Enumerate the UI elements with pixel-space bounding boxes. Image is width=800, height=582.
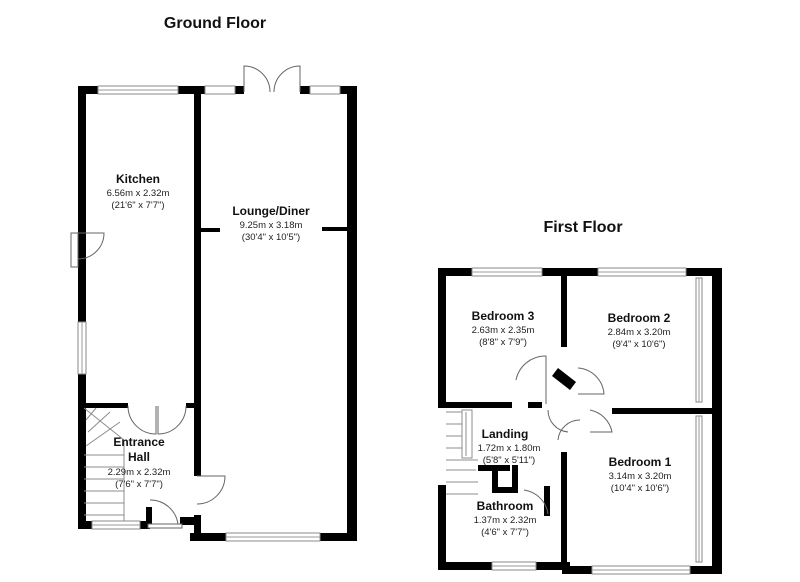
room-imperial: (9'4" x 10'6"): [612, 339, 665, 350]
room-metric: 1.37m x 2.32m: [474, 515, 537, 526]
room-name-line1: Entrance: [113, 435, 165, 449]
ground-floor-doors: [70, 65, 301, 529]
room-imperial: (21'6" x 7'7"): [111, 200, 164, 211]
first-floor-staircase: [446, 409, 478, 495]
room-name: Landing: [482, 427, 529, 441]
first-floor-windows: [471, 267, 703, 575]
room-imperial: (10'4" x 10'6"): [611, 483, 669, 494]
room-name: Bedroom 2: [608, 311, 671, 325]
room-imperial: (5'8" x 5'11"): [483, 455, 535, 466]
bedroom1-label: Bedroom 1 3.14m x 3.20m (10'4" x 10'6"): [609, 455, 672, 494]
room-name: Kitchen: [116, 172, 160, 186]
bedroom3-label: Bedroom 3 2.63m x 2.35m (8'8" x 7'9"): [472, 309, 535, 348]
room-metric: 2.63m x 2.35m: [472, 325, 535, 336]
bedroom2-label: Bedroom 2 2.84m x 3.20m (9'4" x 10'6"): [608, 311, 671, 350]
room-name-line2: Hall: [128, 450, 150, 464]
first-floor-title: First Floor: [543, 219, 622, 236]
first-floor-doors: [515, 355, 613, 515]
lounge-diner-label: Lounge/Diner 9.25m x 3.18m (30'4" x 10'5…: [232, 204, 310, 243]
room-metric: 1.72m x 1.80m: [478, 443, 541, 454]
room-name: Bathroom: [477, 499, 534, 513]
room-imperial: (7'6" x 7'7"): [115, 479, 163, 490]
landing-label: Landing 1.72m x 1.80m (5'8" x 5'11"): [478, 427, 541, 466]
room-metric: 9.25m x 3.18m: [240, 220, 303, 231]
room-name: Bedroom 1: [609, 455, 672, 469]
room-name: Lounge/Diner: [232, 204, 310, 218]
room-metric: 2.84m x 3.20m: [608, 327, 671, 338]
room-name: Bedroom 3: [472, 309, 535, 323]
room-metric: 3.14m x 3.20m: [609, 471, 672, 482]
entrance-hall-label: Entrance Hall 2.29m x 2.32m (7'6" x 7'7"…: [108, 435, 171, 490]
room-imperial: (4'6" x 7'7"): [481, 527, 529, 538]
bathroom-label: Bathroom 1.37m x 2.32m (4'6" x 7'7"): [474, 499, 537, 538]
room-metric: 2.29m x 2.32m: [108, 467, 171, 478]
room-metric: 6.56m x 2.32m: [107, 188, 170, 199]
room-imperial: (30'4" x 10'5"): [242, 232, 300, 243]
ground-floor-windows: [77, 85, 341, 542]
room-imperial: (8'8" x 7'9"): [479, 337, 527, 348]
ground-floor-staircase: [83, 407, 125, 521]
ground-floor-title: Ground Floor: [164, 15, 266, 32]
kitchen-label: Kitchen 6.56m x 2.32m (21'6" x 7'7"): [107, 172, 170, 211]
